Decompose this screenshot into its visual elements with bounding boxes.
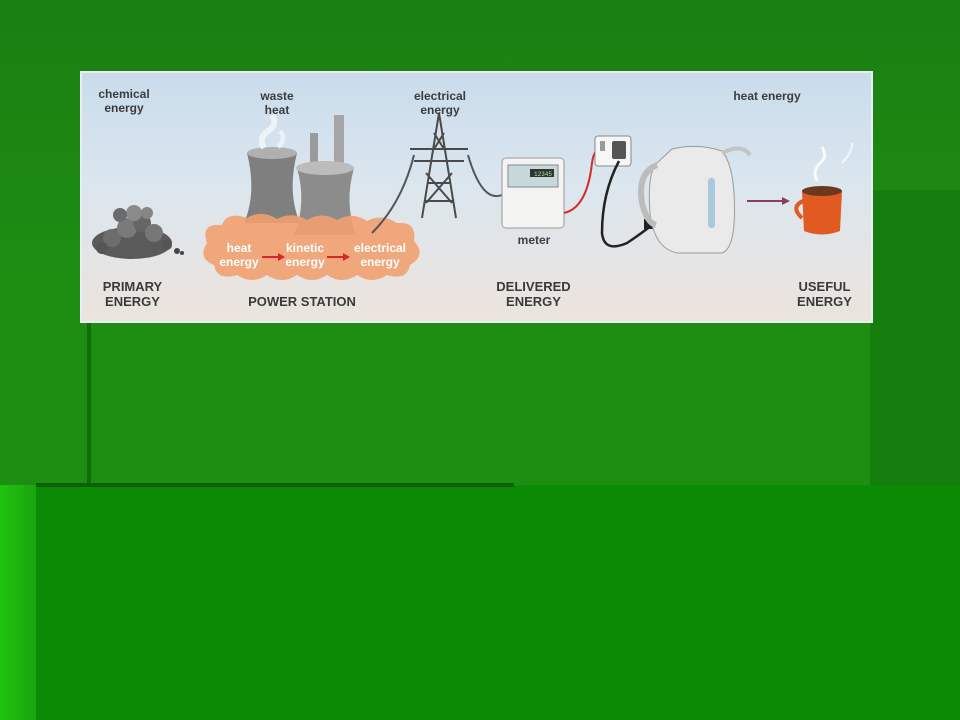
stage-power-station: POWER STATION — [248, 294, 356, 309]
power-station-icon — [244, 113, 356, 235]
waste-heat-label: waste heat — [260, 89, 294, 117]
heat-energy-top-label: heat energy — [733, 89, 801, 103]
slide-decor-block — [870, 190, 960, 485]
cloud-kinetic-energy-label: kinetic energy — [285, 241, 325, 269]
kettle-cable — [600, 160, 653, 248]
stage-delivered-energy: DELIVERED ENERGY — [496, 279, 571, 309]
diagram-illustration: 12345 — [92, 112, 853, 280]
wall-socket-icon — [594, 135, 632, 167]
pylon-icon — [410, 112, 468, 219]
electrical-energy-top-label: electrical energy — [413, 89, 467, 117]
slide-decor-horizontal-line — [36, 483, 514, 487]
power-cable — [371, 154, 415, 234]
slide-lower-panel — [36, 485, 960, 720]
stage-useful-energy: USEFUL ENERGY — [797, 279, 852, 309]
energy-conversion-cloud — [203, 213, 420, 280]
slide-left-strip — [0, 485, 36, 720]
kettle-icon — [638, 145, 752, 254]
meter-label: meter — [517, 233, 551, 247]
mug-icon — [794, 142, 853, 235]
coal-pile-icon — [92, 205, 184, 259]
meter-icon — [501, 157, 565, 229]
stage-primary-energy: PRIMARY ENERGY — [102, 279, 163, 309]
energy-flow-diagram: 12345 chemical en — [80, 71, 873, 323]
meter-display-text: 12345 — [534, 171, 552, 178]
chemical-energy-label: chemical energy — [98, 87, 150, 115]
cloud-heat-energy-label: heat energy — [219, 241, 259, 269]
cloud-electrical-energy-label: electrical energy — [353, 241, 407, 269]
